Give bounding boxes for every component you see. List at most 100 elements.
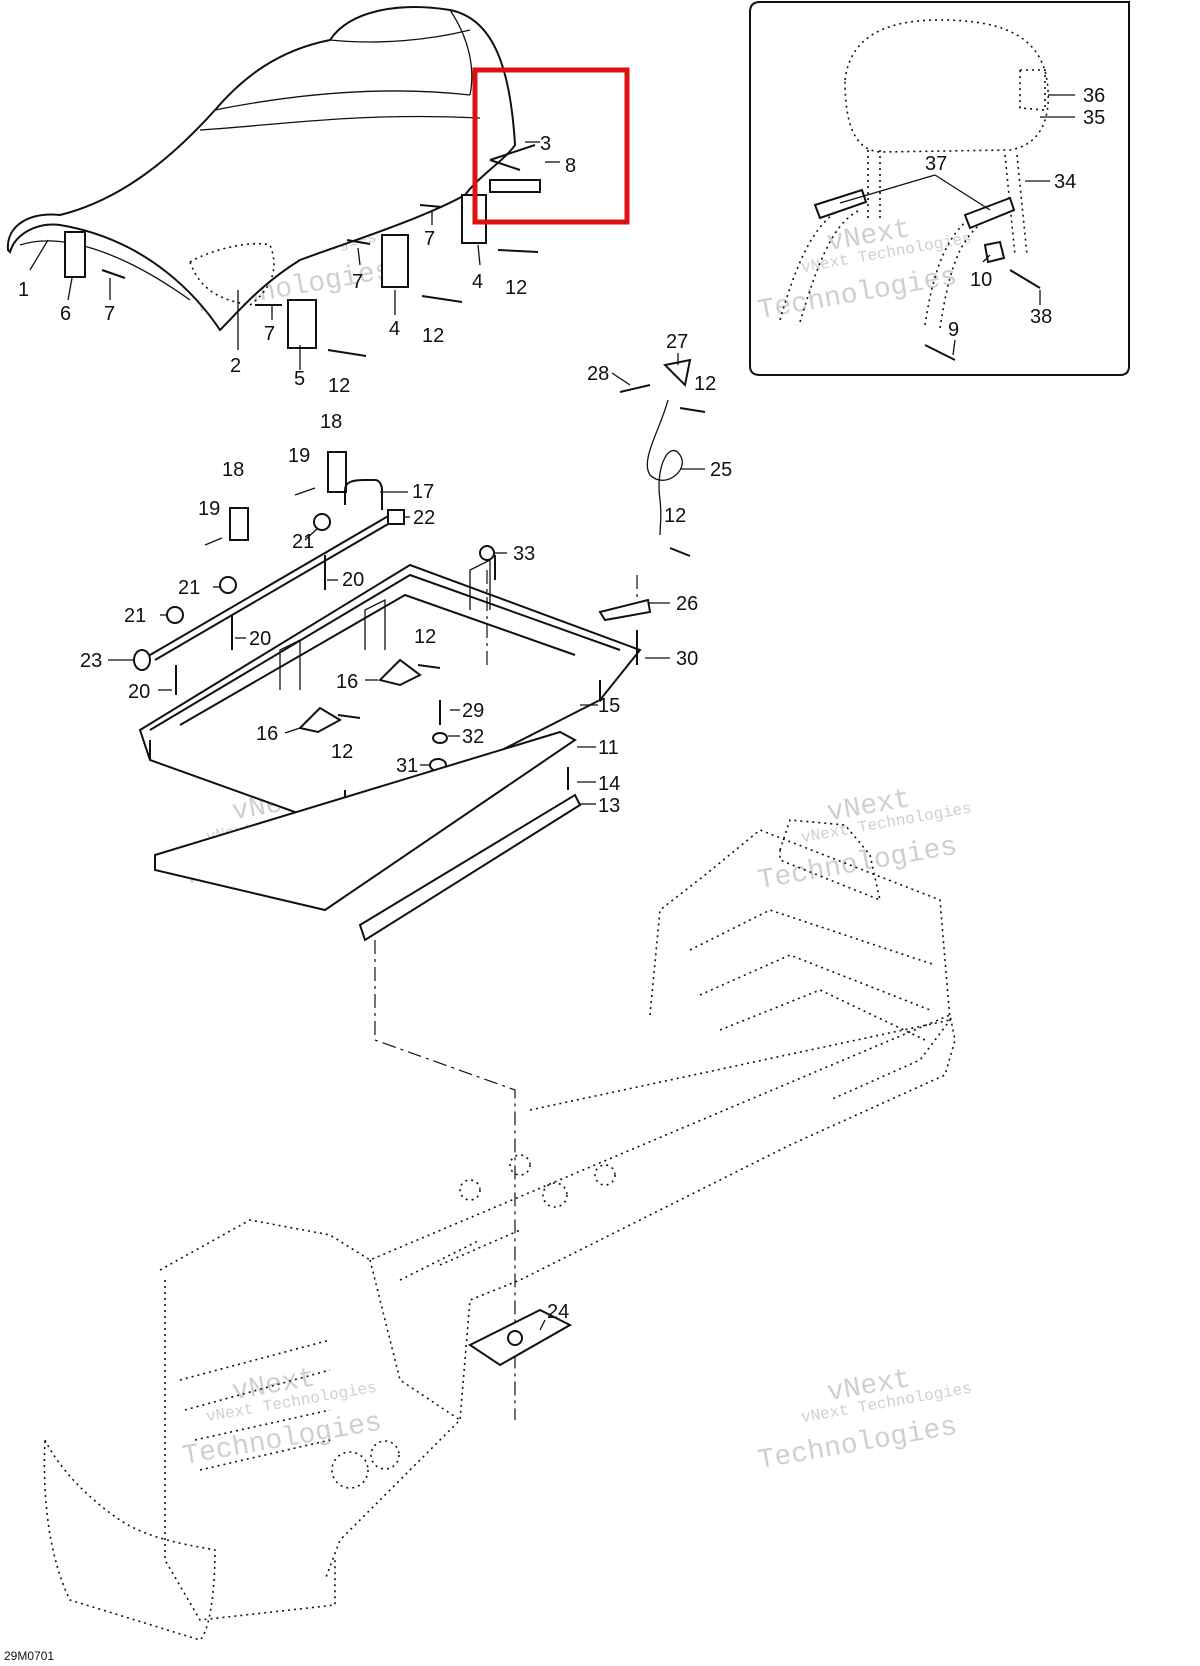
rivet-icons (101, 204, 539, 357)
callout-18: 18 (320, 411, 342, 433)
grip-37b (963, 196, 1016, 230)
callout-12: 12 (414, 626, 436, 648)
watermark-text: Technologies (756, 1412, 960, 1478)
callout-7: 7 (424, 228, 435, 250)
hinge-4a (381, 234, 409, 288)
bolts-20 (175, 555, 326, 695)
nut-21b (166, 606, 184, 624)
backrest-inset (749, 1, 1130, 376)
callout-27: 27 (666, 331, 688, 353)
tether-assembly (619, 358, 706, 557)
callout-26: 26 (676, 593, 698, 615)
hole (509, 1154, 531, 1176)
grab-bar-left (779, 204, 861, 323)
callout-34: 34 (1054, 171, 1076, 193)
latch-18b (327, 451, 347, 493)
rivet-12-tether (679, 407, 706, 413)
callout-30: 30 (676, 648, 698, 670)
slots (399, 1229, 521, 1281)
rivets-12-box (337, 664, 441, 719)
callout-19: 19 (198, 498, 220, 520)
callouts: 1 2 3 4 4 5 6 7 7 7 7 8 9 10 11 12 12 12… (18, 85, 1105, 1323)
callout-32: 32 (462, 726, 484, 748)
bracket-16b (298, 706, 343, 734)
callout-12: 12 (422, 325, 444, 347)
callout-5: 5 (294, 368, 305, 390)
callout-12: 12 (694, 373, 716, 395)
seat-cushion (6, 6, 517, 332)
front-bumper (43, 1436, 216, 1641)
callout-12: 12 (505, 277, 527, 299)
seat-stitch-line (449, 9, 473, 96)
callout-20: 20 (128, 681, 150, 703)
callout-16: 16 (336, 671, 358, 693)
hole (331, 1451, 369, 1489)
hole (542, 1182, 568, 1208)
callout-36: 36 (1083, 85, 1105, 107)
callout-8: 8 (565, 155, 576, 177)
rack-plate (779, 819, 882, 902)
diagram-code: 29M0701 (4, 1649, 54, 1663)
callout-25: 25 (710, 459, 732, 481)
rivet-28 (619, 384, 651, 393)
tunnel-edges (369, 1019, 951, 1421)
watermark-text: Technologies (756, 262, 960, 328)
callout-37: 37 (925, 153, 947, 175)
callout-21: 21 (124, 605, 146, 627)
strip-13 (358, 793, 582, 942)
callout-18: 18 (222, 459, 244, 481)
callout-14: 14 (598, 773, 620, 795)
seat-base-panel (189, 242, 275, 306)
callout-1: 1 (18, 279, 29, 301)
callout-29: 29 (462, 700, 484, 722)
callout-38: 38 (1030, 306, 1052, 328)
bushing-22 (387, 509, 405, 525)
bracket-6 (64, 231, 86, 278)
nut-33-head (479, 545, 495, 561)
callout-11: 11 (598, 737, 619, 759)
callout-21: 21 (178, 577, 200, 599)
seat-stitch-line (214, 90, 471, 111)
headrest-cap (1019, 69, 1046, 111)
box-rim-inner (149, 573, 621, 731)
box-rim-inner (179, 593, 576, 726)
callout-12: 12 (331, 741, 353, 763)
callout-33: 33 (513, 543, 535, 565)
spacer-10 (983, 240, 1006, 264)
callout-22: 22 (413, 507, 435, 529)
alignment-line (374, 940, 516, 1420)
tunnel-outline (159, 1013, 956, 1581)
screw-38 (1009, 269, 1041, 289)
front-frame (164, 1280, 336, 1621)
tether-cable-25 (646, 399, 683, 536)
hole (459, 1179, 481, 1201)
latch-assembly (133, 451, 405, 695)
callout-12: 12 (664, 505, 686, 527)
callout-23: 23 (80, 650, 102, 672)
callout-17: 17 (412, 481, 434, 503)
callout-28: 28 (587, 363, 609, 385)
callout-15: 15 (598, 695, 620, 717)
seat-stitch-line (329, 29, 471, 43)
pad-8 (489, 179, 541, 193)
leader-lines (29, 94, 1075, 1331)
hole (370, 1440, 400, 1470)
screw-9 (924, 344, 956, 361)
bracket-16a (378, 658, 422, 687)
callout-20: 20 (342, 569, 364, 591)
nut-21a (219, 576, 237, 594)
washer-23 (133, 649, 151, 671)
callout-35: 35 (1083, 107, 1105, 129)
rivet-12-lower (669, 547, 691, 557)
highlight-box (472, 67, 630, 225)
handle-17 (344, 479, 383, 510)
spring-19a (204, 537, 223, 546)
callout-7: 7 (352, 271, 363, 293)
callout-7: 7 (104, 303, 115, 325)
callout-31: 31 (396, 755, 418, 777)
seat-stitch-line (199, 115, 481, 131)
latch-18a (229, 507, 249, 541)
callout-4: 4 (389, 318, 400, 340)
grip-37a (813, 188, 868, 220)
